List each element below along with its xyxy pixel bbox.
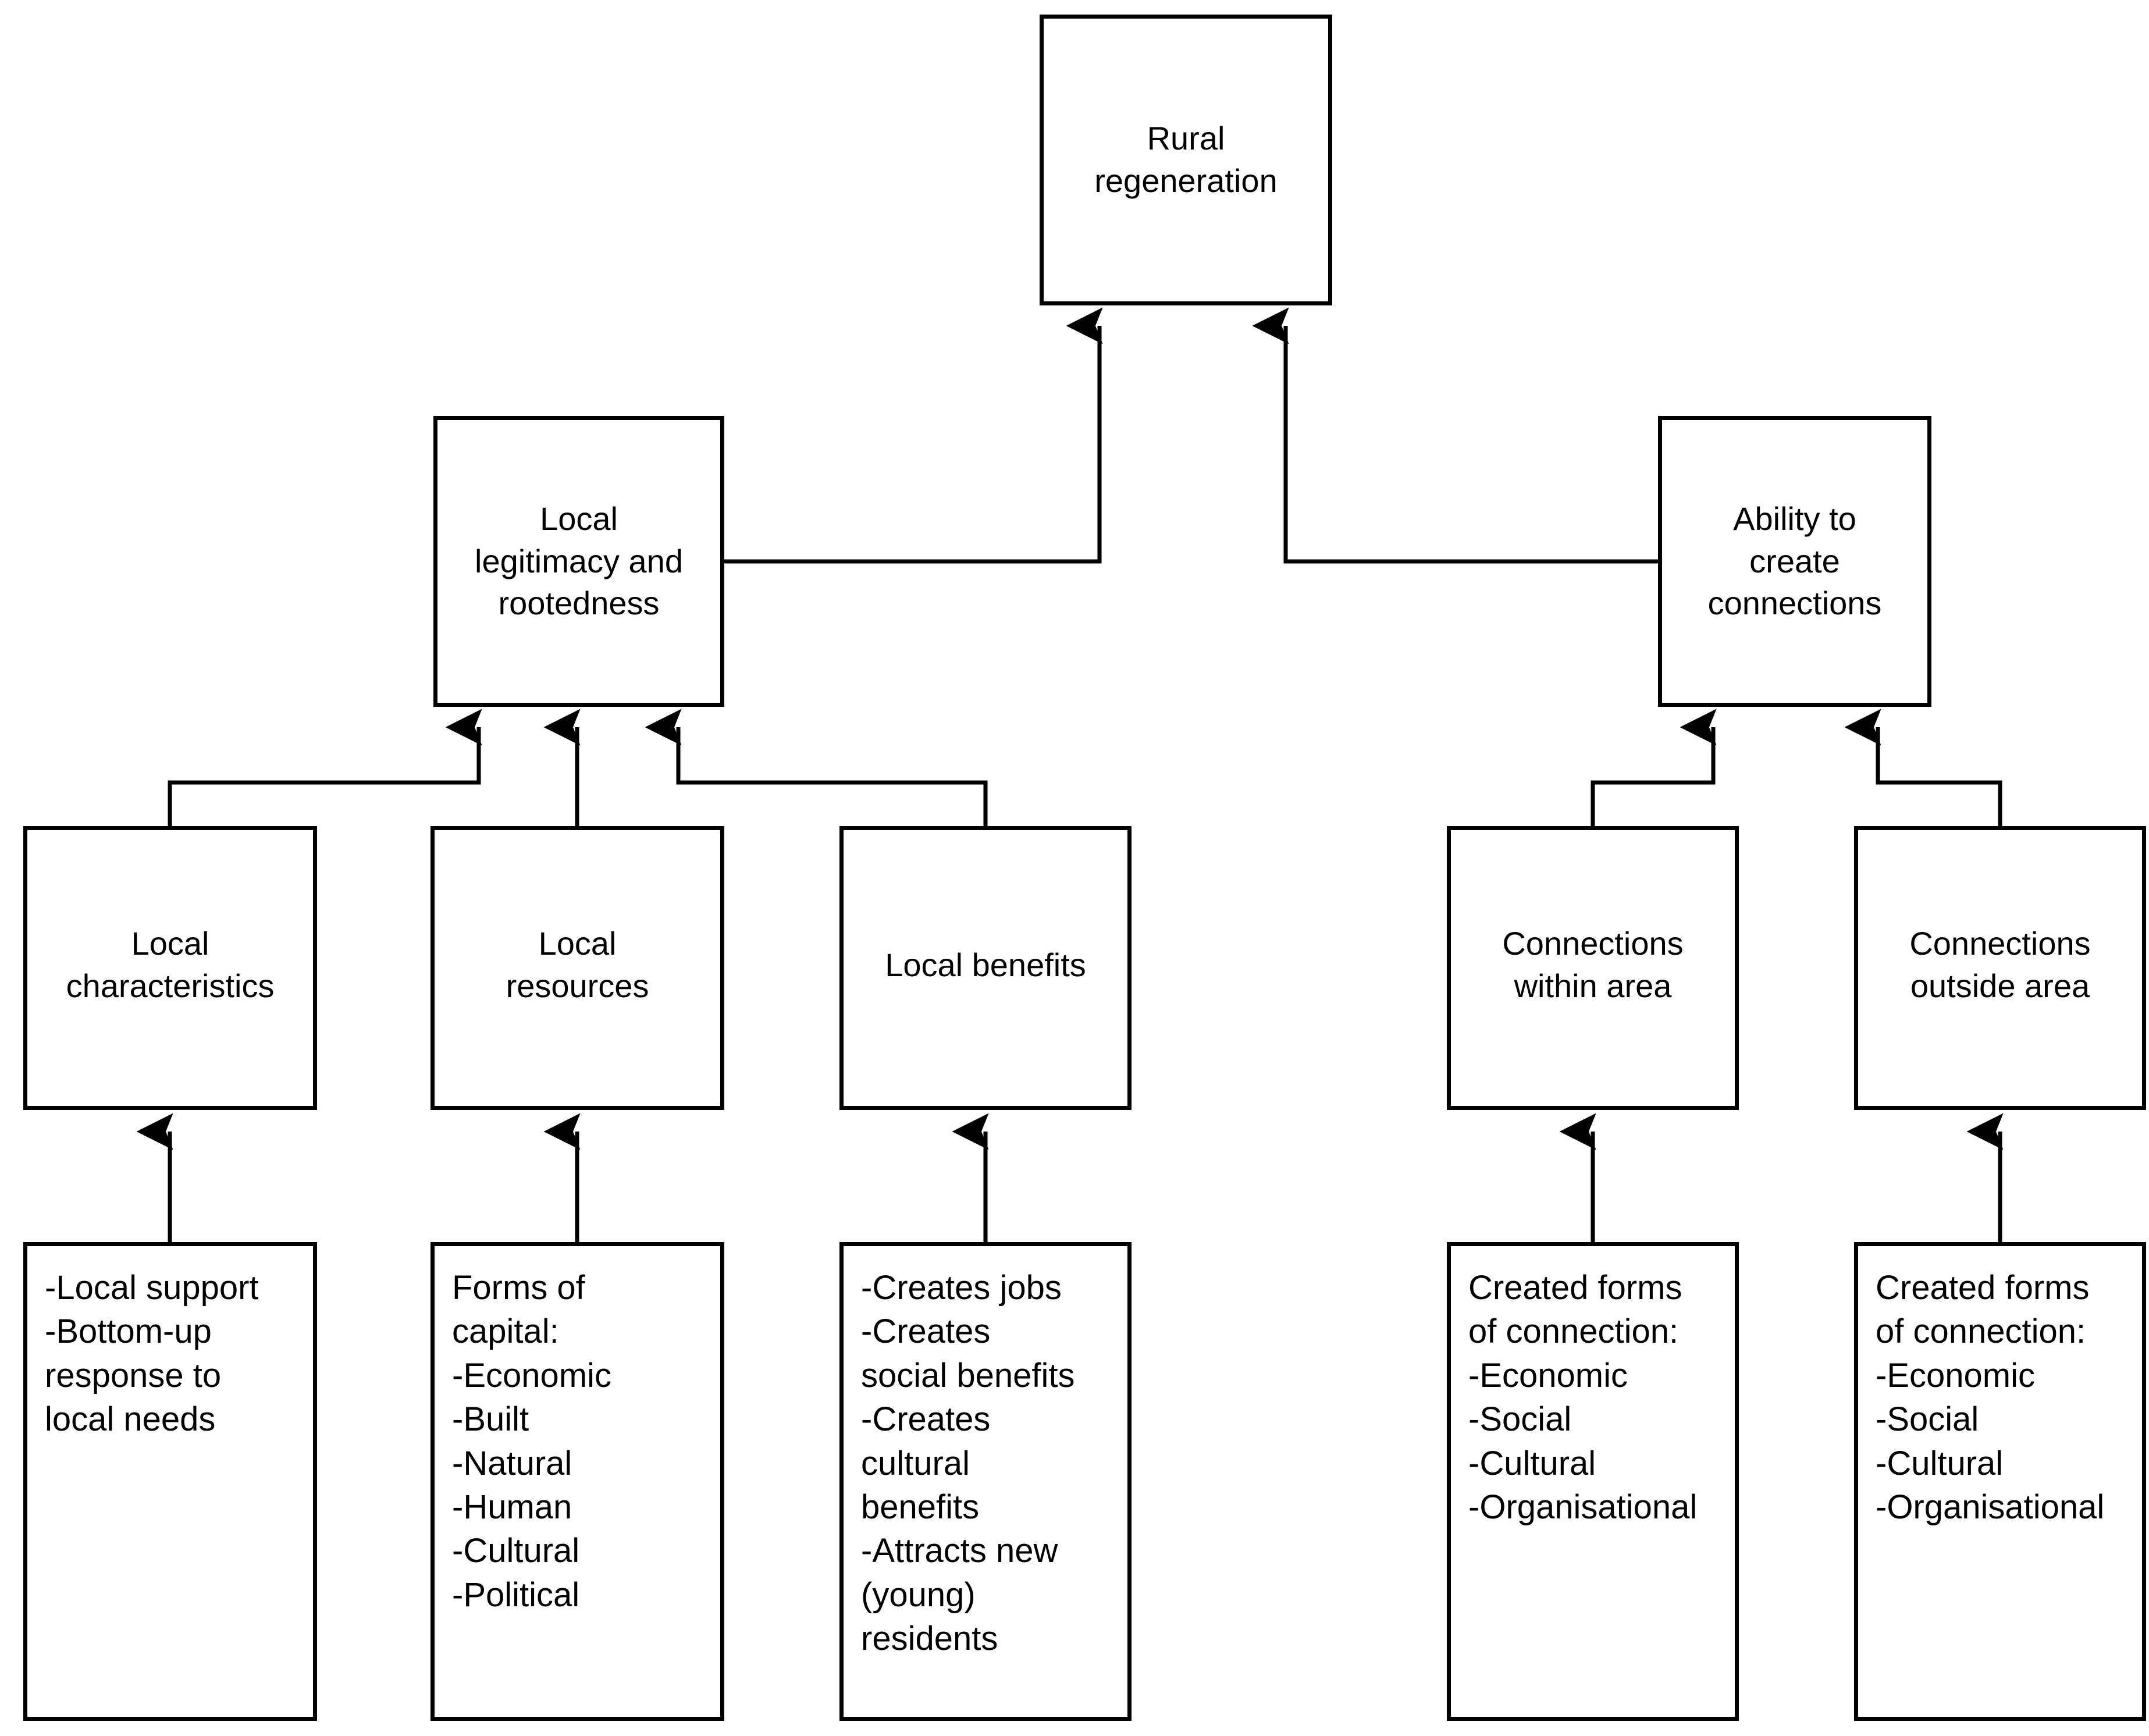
- edge-ability-to-root: [1252, 307, 1658, 564]
- node-connections-within-area-details[interactable]: Created forms of connection: -Economic -…: [1447, 1242, 1739, 1721]
- node-label: Local legitimacy and rootedness: [475, 500, 683, 622]
- node-label: Created forms of connection: -Economic -…: [1876, 1269, 2105, 1526]
- edge-characteristics-to-legitimacy: [168, 709, 482, 826]
- node-label: Ability to create connections: [1707, 500, 1882, 622]
- node-local-benefits[interactable]: Local benefits: [839, 826, 1132, 1110]
- node-label: Rural regeneration: [1094, 120, 1278, 199]
- node-label: Connections within area: [1502, 925, 1684, 1004]
- node-local-characteristics-details[interactable]: -Local support -Bottom-up response to lo…: [23, 1242, 317, 1721]
- node-connections-within-area[interactable]: Connections within area: [1447, 826, 1739, 1110]
- node-connections-outside-area[interactable]: Connections outside area: [1854, 826, 2146, 1110]
- node-connections-outside-area-details[interactable]: Created forms of connection: -Economic -…: [1854, 1242, 2146, 1721]
- node-label: Created forms of connection: -Economic -…: [1468, 1269, 1698, 1526]
- node-label: -Creates jobs -Creates social benefits -…: [861, 1269, 1075, 1658]
- edge-within-to-ability: [1591, 709, 1717, 826]
- node-label: -Local support -Bottom-up response to lo…: [45, 1269, 259, 1439]
- node-local-characteristics[interactable]: Local characteristics: [23, 826, 317, 1110]
- node-local-benefits-details[interactable]: -Creates jobs -Creates social benefits -…: [839, 1242, 1132, 1721]
- edge-benefits-to-legitimacy: [645, 709, 988, 826]
- node-label: Local characteristics: [66, 925, 275, 1004]
- node-label: Local benefits: [885, 946, 1086, 983]
- node-local-resources-details[interactable]: Forms of capital: -Economic -Built -Natu…: [430, 1242, 724, 1721]
- node-label: Connections outside area: [1909, 925, 2091, 1004]
- edge-legitimacy-to-root: [724, 307, 1103, 564]
- node-local-legitimacy-and-rootedness[interactable]: Local legitimacy and rootedness: [433, 416, 724, 707]
- node-local-resources[interactable]: Local resources: [430, 826, 724, 1110]
- node-ability-to-create-connections[interactable]: Ability to create connections: [1658, 416, 1931, 707]
- edge-outside-to-ability: [1844, 709, 2002, 826]
- node-rural-regeneration[interactable]: Rural regeneration: [1040, 15, 1332, 305]
- node-label: Local resources: [506, 925, 649, 1004]
- node-label: Forms of capital: -Economic -Built -Natu…: [452, 1269, 611, 1614]
